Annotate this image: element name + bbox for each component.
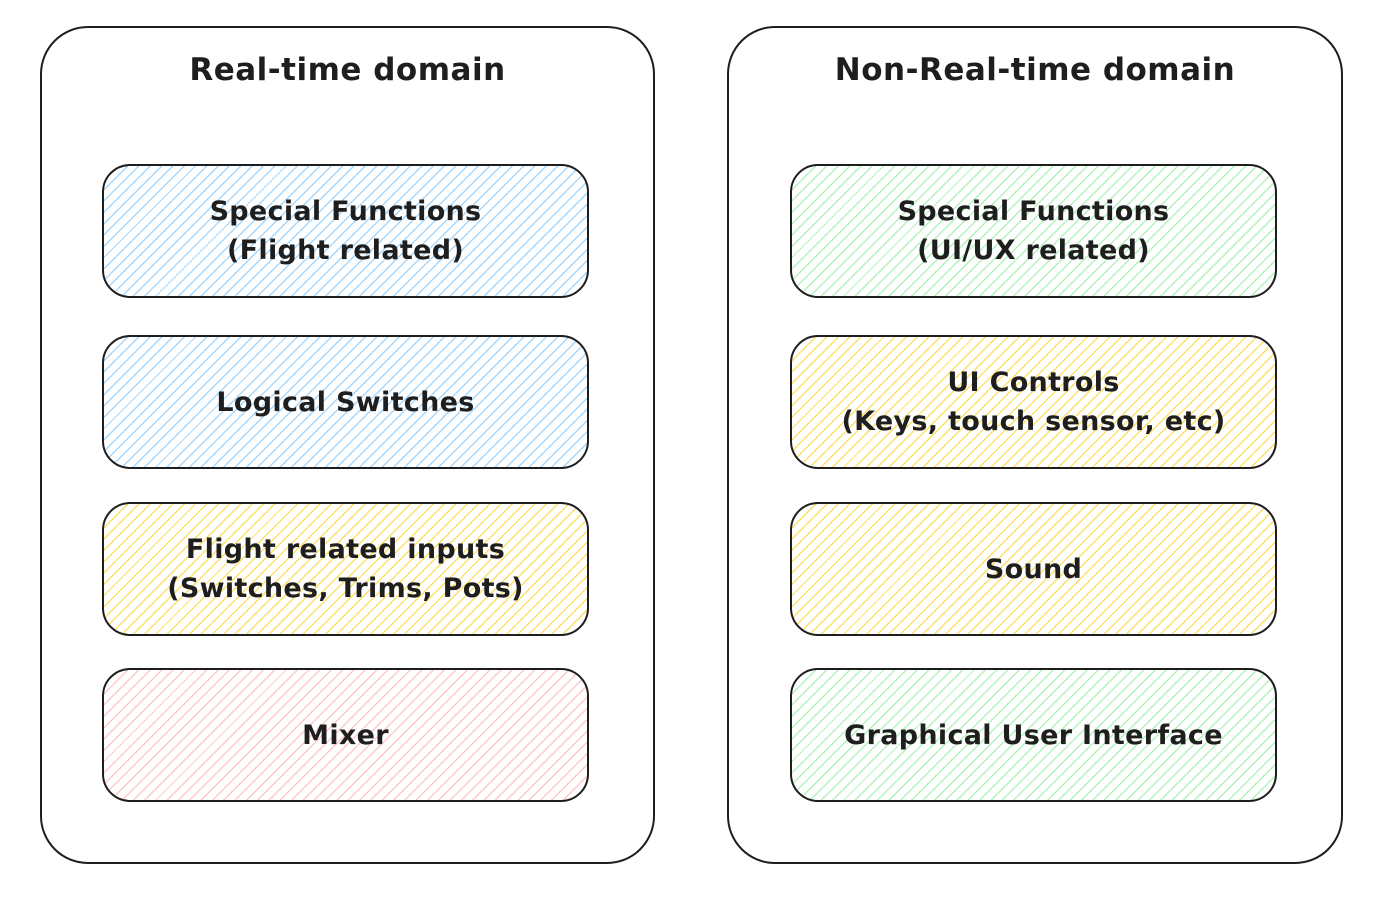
node-label: Sound: [984, 553, 1083, 585]
node-mixer: Mixer: [102, 668, 589, 802]
node-label: Graphical User Interface: [844, 719, 1223, 751]
nonrealtime-domain-title: Non-Real-time domain: [834, 52, 1236, 88]
node-special-functions-uiux: Special Functions (UI/UX related): [790, 164, 1277, 298]
node-sublabel: (UI/UX related): [917, 235, 1150, 266]
node-graphical-user-interface: Graphical User Interface: [790, 668, 1277, 802]
node-label: Mixer: [302, 719, 389, 751]
node-label: Flight related inputs: [185, 534, 506, 565]
node-logical-switches: Logical Switches: [102, 335, 589, 469]
nonrealtime-domain-container: Non-Real-time domain Special Functions (…: [727, 26, 1343, 864]
node-label: Special Functions: [897, 196, 1170, 227]
node-sublabel: (Flight related): [227, 235, 464, 266]
node-sublabel: (Keys, touch sensor, etc): [841, 406, 1226, 437]
node-label: Logical Switches: [216, 386, 475, 418]
node-sound: Sound: [790, 502, 1277, 636]
node-ui-controls: UI Controls (Keys, touch sensor, etc): [790, 335, 1277, 469]
realtime-domain-title: Real-time domain: [189, 52, 506, 88]
node-special-functions-flight: Special Functions (Flight related): [102, 164, 589, 298]
node-label: Special Functions: [209, 196, 482, 227]
node-flight-related-inputs: Flight related inputs (Switches, Trims, …: [102, 502, 589, 636]
node-sublabel: (Switches, Trims, Pots): [167, 573, 524, 604]
node-label: UI Controls: [947, 367, 1120, 398]
realtime-domain-container: Real-time domain Special Functions (Flig…: [40, 26, 655, 864]
